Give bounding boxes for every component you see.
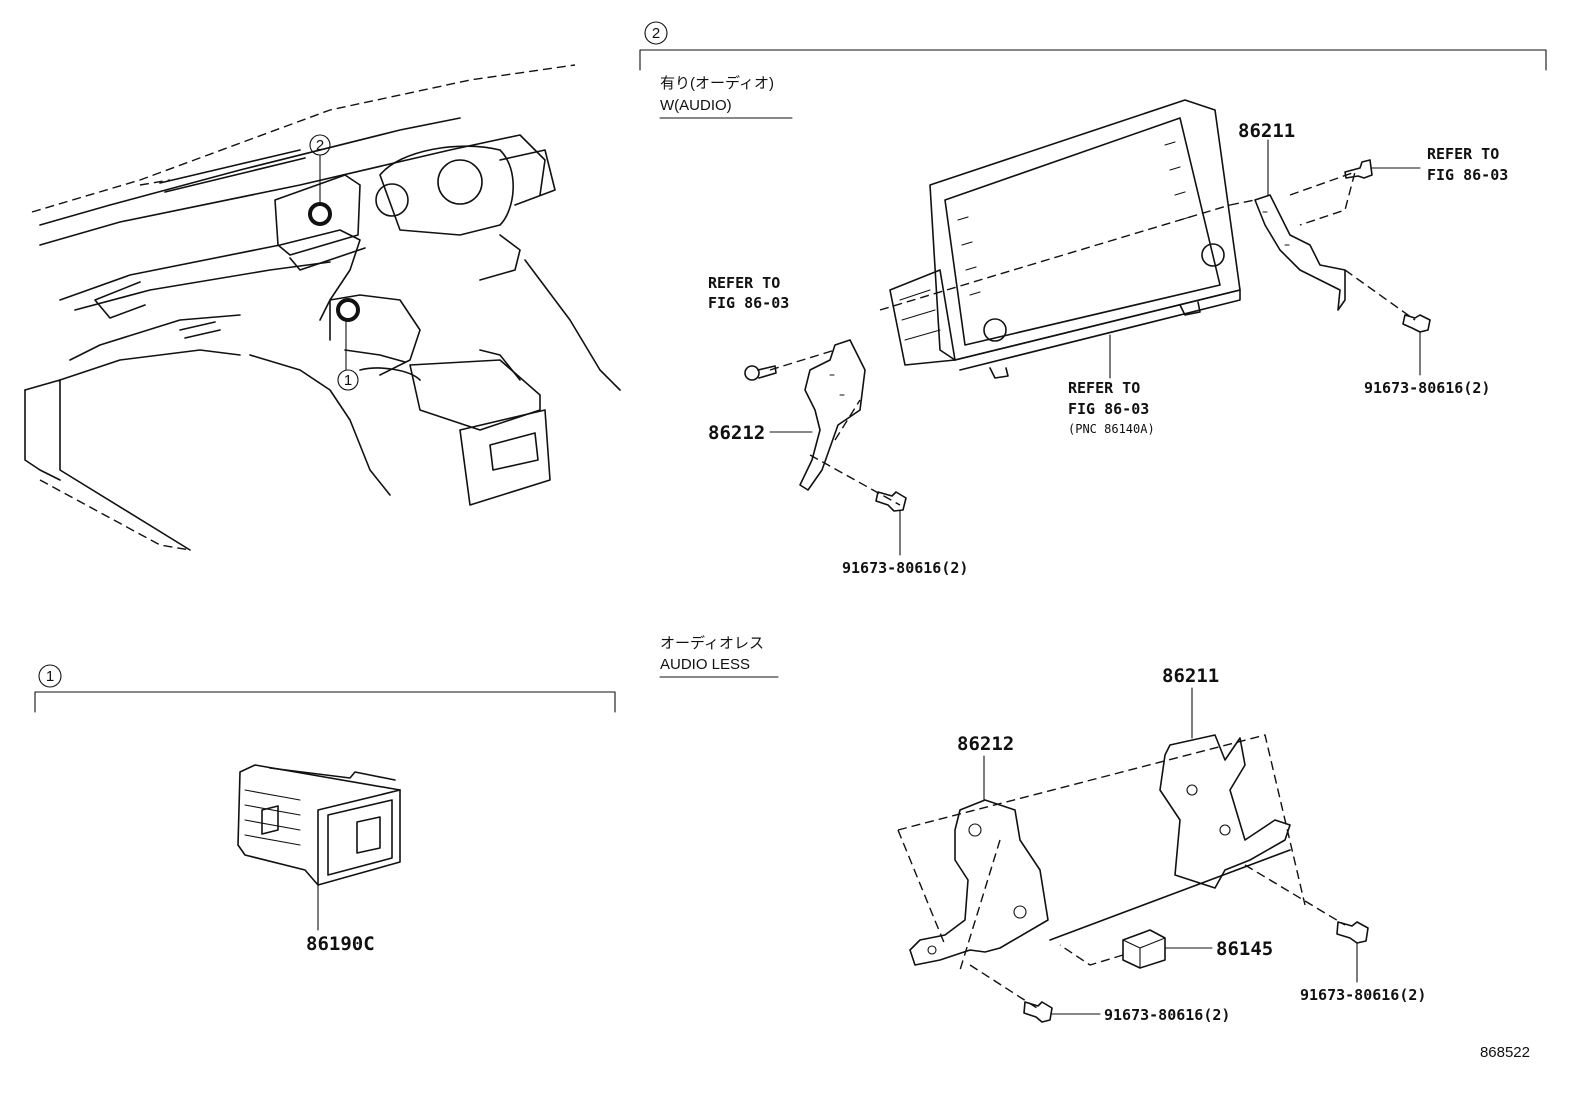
variant-audio-less-label: オーディオレス AUDIO LESS [659, 634, 779, 678]
svg-text:FIG 86-03: FIG 86-03 [1427, 166, 1508, 184]
audio-less-frame-illustration [897, 734, 1306, 946]
variant-with-audio-label: 有り(オーディオ) W(AUDIO) [659, 74, 793, 119]
screw-refer-top-right [1344, 159, 1421, 179]
screw-91673-top-left [875, 491, 907, 556]
svg-text:86211: 86211 [1162, 665, 1219, 687]
screw-91673-bottom-right [1336, 921, 1369, 983]
part-label-screw-top-right: 91673-80616(2) [1364, 379, 1490, 397]
refer-note-left: REFER TO FIG 86-03 [708, 274, 789, 312]
svg-text:86211: 86211 [1238, 120, 1295, 142]
refer-note-top-right: REFER TO FIG 86-03 [1427, 145, 1508, 184]
bracket-86211-top [1254, 139, 1346, 311]
svg-text:1: 1 [46, 668, 54, 685]
svg-text:86212: 86212 [708, 422, 765, 444]
bracket-86212-top [769, 339, 866, 491]
svg-text:オーディオレス: オーディオレス [660, 634, 764, 652]
callout-2-marker: 2 [309, 134, 331, 156]
audio-display-unit-illustration [889, 99, 1241, 379]
part-86145-illustration [1059, 929, 1213, 969]
svg-text:91673-80616(2): 91673-80616(2) [842, 559, 968, 577]
svg-text:AUDIO LESS: AUDIO LESS [660, 656, 750, 673]
svg-text:W(AUDIO): W(AUDIO) [660, 97, 732, 114]
svg-text:2: 2 [652, 25, 660, 42]
part-label-86190C: 86190C [306, 933, 375, 955]
screw-91673-bottom [1023, 1001, 1101, 1023]
dashboard-overview-illustration [24, 64, 621, 551]
svg-text:FIG 86-03: FIG 86-03 [1068, 400, 1149, 418]
svg-text:91673-80616(2): 91673-80616(2) [1364, 379, 1490, 397]
switch-86190C-illustration [237, 764, 401, 931]
svg-text:91673-80616(2): 91673-80616(2) [1104, 1006, 1230, 1024]
part-label-86145: 86145 [1216, 938, 1273, 960]
svg-text:91673-80616(2): 91673-80616(2) [1300, 986, 1426, 1004]
part-label-86212-bottom: 86212 [957, 733, 1014, 755]
bracket-86211-bottom [1159, 687, 1291, 889]
callout-1-marker: 1 [337, 369, 359, 391]
screw-refer-left [744, 365, 777, 381]
svg-text:有り(オーディオ): 有り(オーディオ) [660, 74, 774, 92]
svg-text:(PNC 86140A): (PNC 86140A) [1068, 422, 1155, 436]
top-dashed-leaders [769, 170, 1416, 506]
svg-text:REFER TO: REFER TO [1427, 145, 1499, 163]
section-1-header: 1 [34, 664, 616, 713]
svg-text:868522: 868522 [1480, 1044, 1530, 1061]
part-label-86211-bottom: 86211 [1162, 665, 1219, 687]
svg-text:FIG 86-03: FIG 86-03 [708, 294, 789, 312]
part-label-86211-top: 86211 [1238, 120, 1295, 142]
bracket-86212-bottom [909, 755, 1049, 966]
section-2-header: 2 [639, 21, 1547, 71]
svg-text:REFER TO: REFER TO [1068, 379, 1140, 397]
svg-text:86212: 86212 [957, 733, 1014, 755]
svg-text:86190C: 86190C [306, 933, 375, 955]
diagram-code: 868522 [1480, 1044, 1530, 1061]
refer-note-center: REFER TO FIG 86-03 (PNC 86140A) [1068, 379, 1155, 436]
part-label-screw-bottom: 91673-80616(2) [1104, 1006, 1230, 1024]
svg-text:REFER TO: REFER TO [708, 274, 780, 292]
part-label-screw-bottom-right: 91673-80616(2) [1300, 986, 1426, 1004]
svg-text:2: 2 [316, 137, 324, 154]
screw-91673-top-right [1402, 314, 1431, 376]
bottom-dashed-leaders [959, 839, 1346, 1011]
svg-text:1: 1 [344, 372, 352, 389]
part-label-screw-top-left: 91673-80616(2) [842, 559, 968, 577]
svg-text:86145: 86145 [1216, 938, 1273, 960]
part-label-86212-top: 86212 [708, 422, 765, 444]
